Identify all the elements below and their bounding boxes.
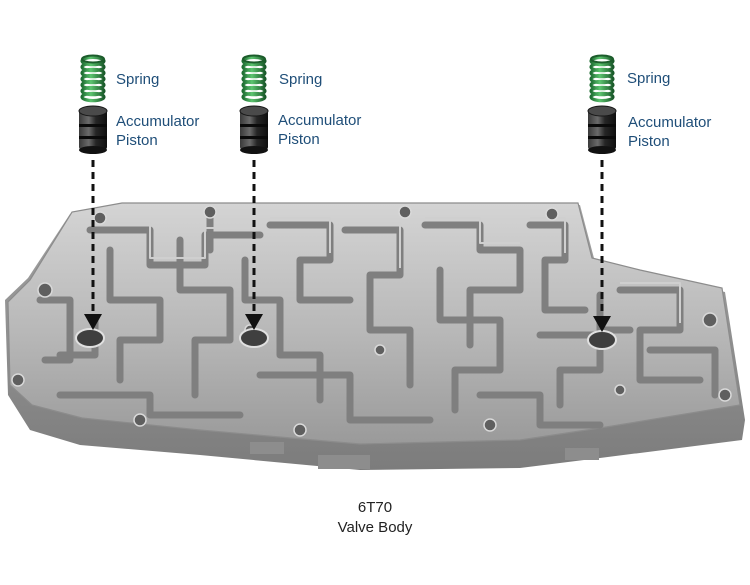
piston-label: Piston <box>628 133 670 150</box>
callout-group <box>239 54 269 330</box>
piston-label: Accumulator <box>628 114 712 131</box>
spring-coil <box>589 91 615 103</box>
caption-model: 6T70 <box>357 499 393 516</box>
spring-icon <box>241 54 267 103</box>
spring-label: Spring <box>279 71 323 88</box>
piston-groove <box>240 124 268 127</box>
callout-parts <box>78 54 617 332</box>
accumulator-piston-icon <box>587 105 617 154</box>
accumulator-piston-icon <box>78 105 108 154</box>
piston-label: Piston <box>278 131 320 148</box>
piston-body <box>240 110 268 150</box>
casting-passages <box>36 211 719 429</box>
spring-coil <box>241 91 267 103</box>
spring-end <box>242 54 266 64</box>
accumulator-piston-icon <box>239 105 269 154</box>
casting-top <box>7 202 741 445</box>
casting-foot <box>250 442 284 454</box>
dashed-arrow-icon <box>245 160 263 330</box>
dashed-arrow-icon <box>84 160 102 330</box>
casting-highlights <box>90 217 681 323</box>
arrow-head <box>245 314 263 330</box>
caption-part-name: Valve Body <box>337 519 413 536</box>
casting-bolt-holes <box>11 205 732 437</box>
piston-body <box>79 110 107 150</box>
piston-label: Accumulator <box>278 112 362 129</box>
piston-top <box>78 105 108 117</box>
accumulator-bores <box>75 328 617 350</box>
spring-label: Spring <box>627 70 671 87</box>
piston-top <box>587 105 617 117</box>
spring-label: Spring <box>116 71 160 88</box>
callout-group <box>587 54 617 332</box>
spring-icon <box>589 54 615 103</box>
piston-groove <box>588 124 616 127</box>
piston-bottom <box>588 146 616 154</box>
spring-end <box>590 54 614 64</box>
valve-body-casting <box>5 202 745 470</box>
casting-foot <box>318 455 370 469</box>
piston-bottom <box>79 146 107 154</box>
piston-label: Piston <box>116 132 158 149</box>
piston-label: Accumulator <box>116 113 200 130</box>
casting-foot <box>565 448 599 460</box>
piston-bottom <box>240 146 268 154</box>
piston-body <box>588 110 616 150</box>
spring-end <box>81 54 105 64</box>
dashed-arrow-icon <box>593 160 611 332</box>
piston-top <box>239 105 269 117</box>
spring-icon <box>80 54 106 103</box>
spring-coil <box>80 91 106 103</box>
callout-group <box>78 54 108 330</box>
piston-groove <box>79 124 107 127</box>
piston-groove <box>240 136 268 139</box>
arrow-head <box>593 316 611 332</box>
piston-groove <box>588 136 616 139</box>
arrow-head <box>84 314 102 330</box>
piston-groove <box>79 136 107 139</box>
